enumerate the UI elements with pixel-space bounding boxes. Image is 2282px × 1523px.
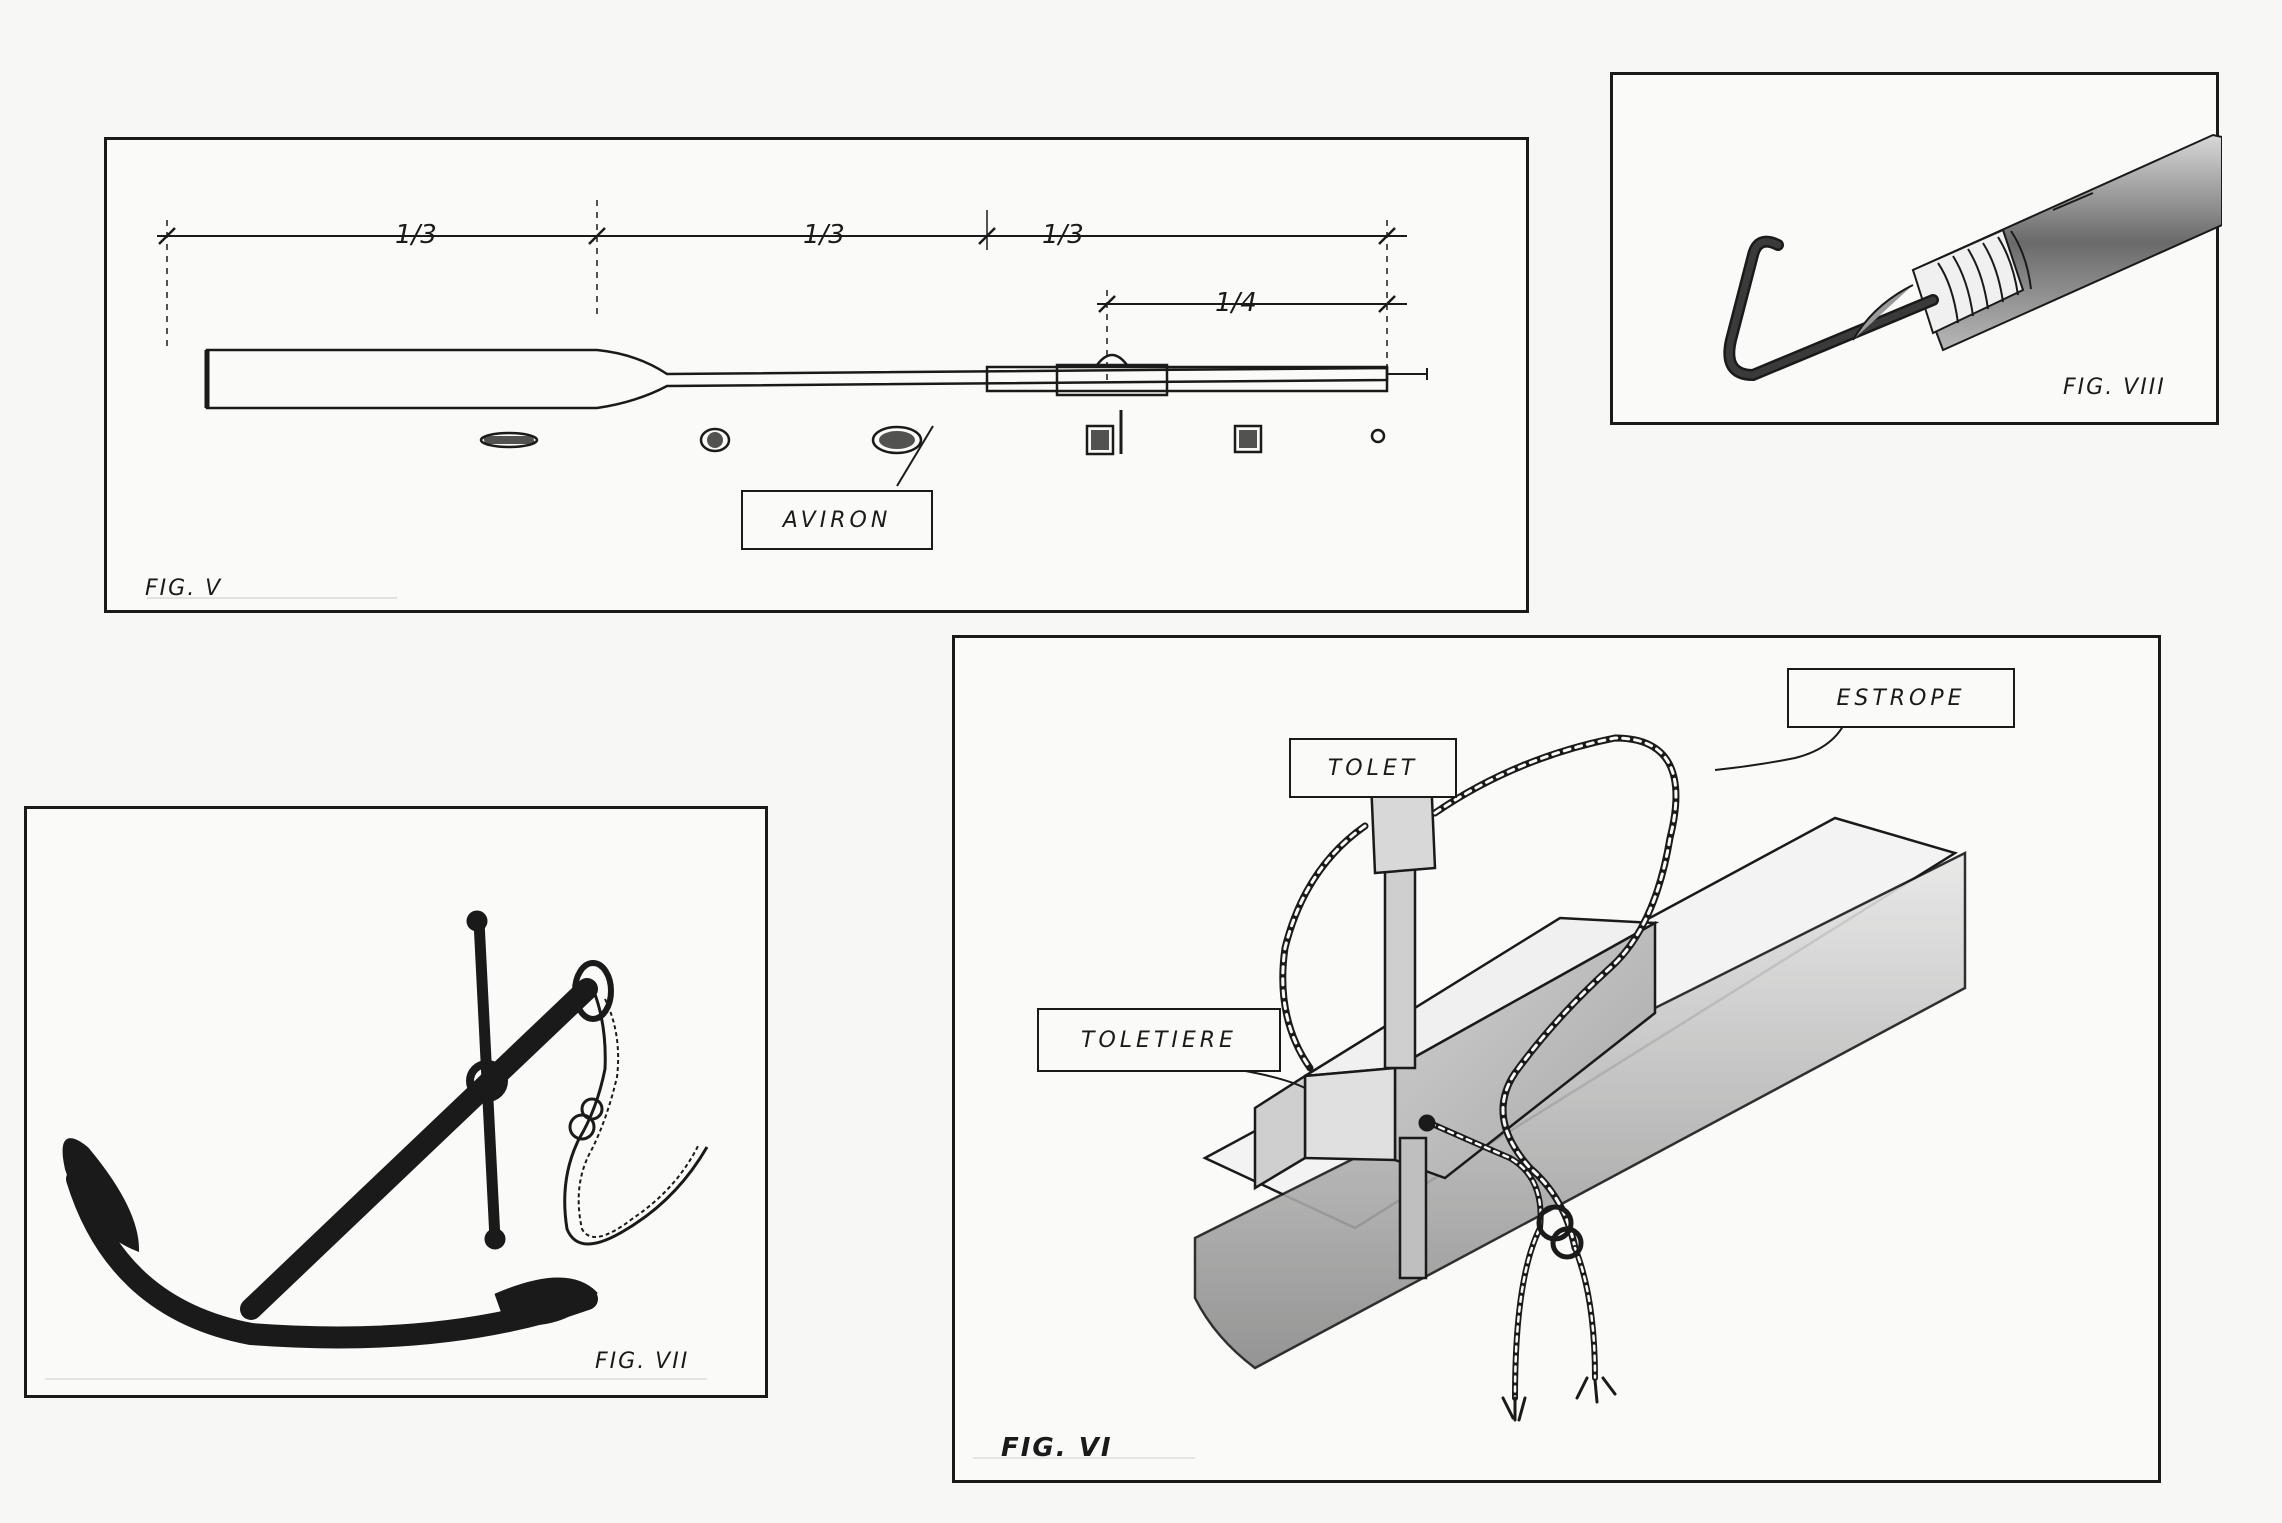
- callout-tolet: TOLET: [1289, 738, 1457, 798]
- figure-7-panel: FIG. VII: [24, 806, 768, 1398]
- figure-8-panel: FIG. VIII: [1610, 72, 2222, 425]
- callout-estrope: ESTROPE: [1787, 668, 2015, 728]
- anchor-drawing: [45, 910, 709, 1380]
- figure-5-label: FIG. V: [145, 576, 223, 601]
- boathook-drawing: [1723, 133, 2222, 382]
- dimension-third-1: 1/3: [395, 220, 437, 250]
- oar-drawing: [147, 200, 1428, 599]
- dimension-third-3: 1/3: [1042, 220, 1084, 250]
- dimension-third-2: 1/3: [803, 220, 845, 250]
- callout-aviron: AVIRON: [741, 490, 933, 550]
- figure-5-panel: 1/3 1/3 1/3 1/4 AVIRON FIG. V: [104, 137, 1529, 613]
- figure-7-label: FIG. VII: [595, 1349, 690, 1374]
- dimension-quarter: 1/4: [1215, 288, 1257, 318]
- figure-6-panel: TOLET ESTROPE TOLETIERE FIG. VI: [952, 635, 2161, 1483]
- callout-toletiere: TOLETIERE: [1037, 1008, 1281, 1072]
- figure-6-label: FIG. VI: [1001, 1433, 1113, 1463]
- figure-8-label: FIG. VIII: [2063, 375, 2166, 400]
